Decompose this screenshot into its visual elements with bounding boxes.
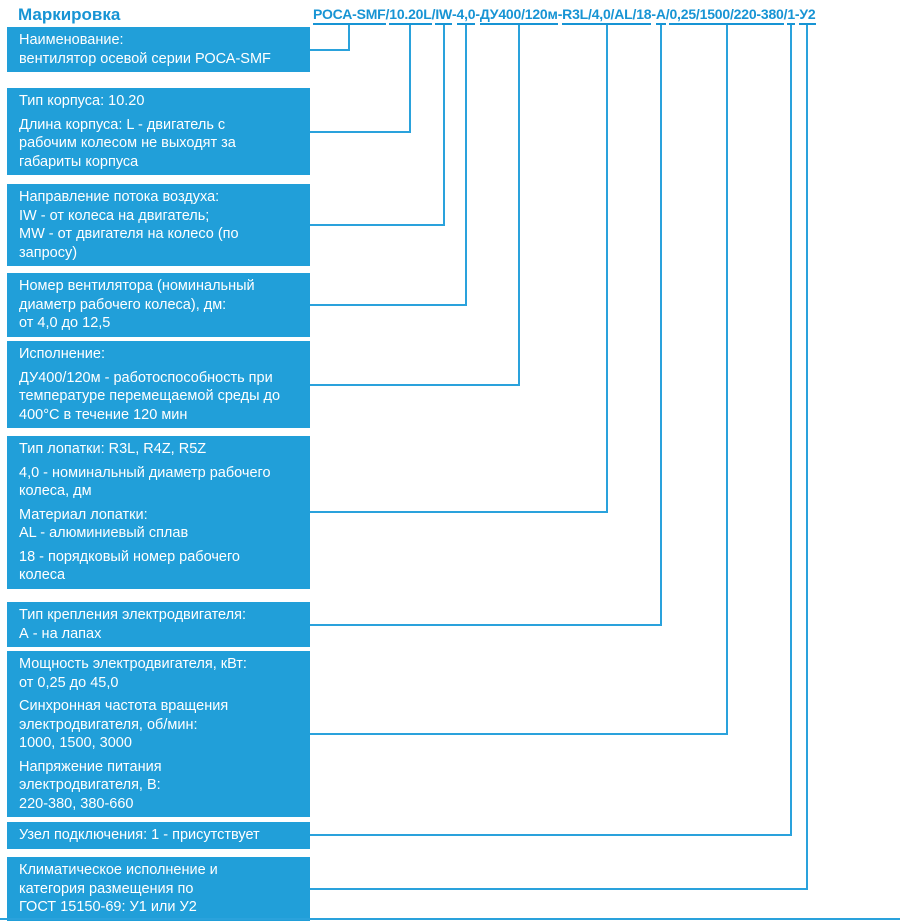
code-separator: / <box>385 6 390 22</box>
code-segment: У2 <box>799 6 816 25</box>
box-paragraph: 4,0 - номинальный диаметр рабочего колес… <box>19 464 271 500</box>
connector-line-horizontal <box>310 224 445 226</box>
connector-line-vertical <box>465 25 467 305</box>
connector-line-vertical <box>409 25 411 132</box>
code-segment: 10.20L <box>389 6 432 25</box>
marking-box-blade: Тип лопатки: R3L, R4Z, R5Z 4,0 - номиналь… <box>7 436 310 589</box>
bottom-rule <box>0 918 900 920</box>
marking-box-airflow-direction: Направление потока воздуха: IW - от коле… <box>7 184 310 266</box>
code-segment: РОСА-SMF <box>313 6 386 25</box>
marking-box-motor-mounting: Тип крепления электродвигателя: А - на л… <box>7 602 310 647</box>
code-segment: ДУ400/120м <box>479 6 558 25</box>
code-segment: R3L/4,0/AL/18 <box>562 6 652 25</box>
connector-line-vertical <box>606 25 608 512</box>
connector-line-vertical <box>726 25 728 734</box>
code-separator: - <box>557 6 563 22</box>
connector-line-vertical <box>660 25 662 625</box>
box-paragraph: Материал лопатки: AL - алюминиевый сплав <box>19 506 189 542</box>
marking-box-fan-number: Номер вентилятора (номинальный диаметр р… <box>7 273 310 337</box>
connector-line-horizontal <box>310 384 520 386</box>
box-paragraph: ДУ400/120м - работоспособность при темпе… <box>19 369 281 423</box>
marking-box-climatic: Климатическое исполнение и категория раз… <box>7 857 310 921</box>
box-paragraph: Длина корпуса: L - двигатель с рабочим к… <box>19 116 236 170</box>
box-paragraph: Номер вентилятора (номинальный диаметр р… <box>19 278 255 331</box>
box-paragraph: Тип крепления электродвигателя: А - на л… <box>19 607 246 642</box>
connector-line-horizontal <box>310 511 608 513</box>
code-segment: 1 <box>787 6 795 25</box>
connector-line-horizontal <box>310 304 467 306</box>
box-paragraph: Климатическое исполнение и категория раз… <box>19 862 218 915</box>
code-separator: / <box>783 6 788 22</box>
page-title: Маркировка <box>18 5 121 24</box>
connector-line-vertical <box>790 25 792 835</box>
code-separator: / <box>665 6 670 22</box>
box-paragraph: Направление потока воздуха: IW - от коле… <box>19 189 239 261</box>
code-separator: - <box>452 6 457 22</box>
connector-line-horizontal <box>310 131 411 133</box>
connector-line-vertical <box>518 25 520 385</box>
connector-line-horizontal <box>310 888 808 890</box>
connector-line-horizontal <box>310 733 728 735</box>
code-segment: А <box>655 6 666 25</box>
box-paragraph: Наименование: вентилятор осевой серии РО… <box>19 32 271 67</box>
code-segment: 0,25/1500/220-380 <box>669 6 784 25</box>
marking-box-connection-unit: Узел подключения: 1 - присутствует <box>7 822 310 849</box>
box-paragraph: 18 - порядковый номер рабочего колеса <box>19 548 240 584</box>
box-paragraph: Узел подключения: 1 - присутствует <box>19 827 260 843</box>
code-separator: / <box>431 6 436 22</box>
box-paragraph: Тип корпуса: 10.20 <box>19 93 145 109</box>
box-paragraph: Напряжение питания электродвигателя, В: … <box>19 758 162 812</box>
box-paragraph: Синхронная частота вращения электродвига… <box>19 698 229 751</box>
marking-box-motor-power: Мощность электродвигателя, кВт: от 0,25 … <box>7 651 310 817</box>
code-separator: - <box>794 6 800 22</box>
code-separator: - <box>475 6 480 22</box>
marking-box-design: Исполнение: ДУ400/120м - работоспособност… <box>7 341 310 428</box>
code-segment: IW <box>435 6 452 25</box>
connector-line-vertical <box>806 25 808 889</box>
connector-line-vertical <box>348 25 350 50</box>
connector-line-horizontal <box>310 624 662 626</box>
marking-box-name: Наименование: вентилятор осевой серии РО… <box>7 27 310 72</box>
box-paragraph: Тип лопатки: R3L, R4Z, R5Z <box>19 441 207 457</box>
code-separator: - <box>651 6 656 22</box>
connector-line-vertical <box>443 25 445 225</box>
code-segment: 4,0 <box>456 6 476 25</box>
box-paragraph: Мощность электродвигателя, кВт: от 0,25 … <box>19 656 247 691</box>
connector-line-horizontal <box>310 49 350 51</box>
box-paragraph: Исполнение: <box>19 346 106 362</box>
connector-line-horizontal <box>310 834 792 836</box>
product-code: РОСА-SMF/10.20L/IW-4,0-ДУ400/120м-R3L/4,… <box>313 6 816 25</box>
